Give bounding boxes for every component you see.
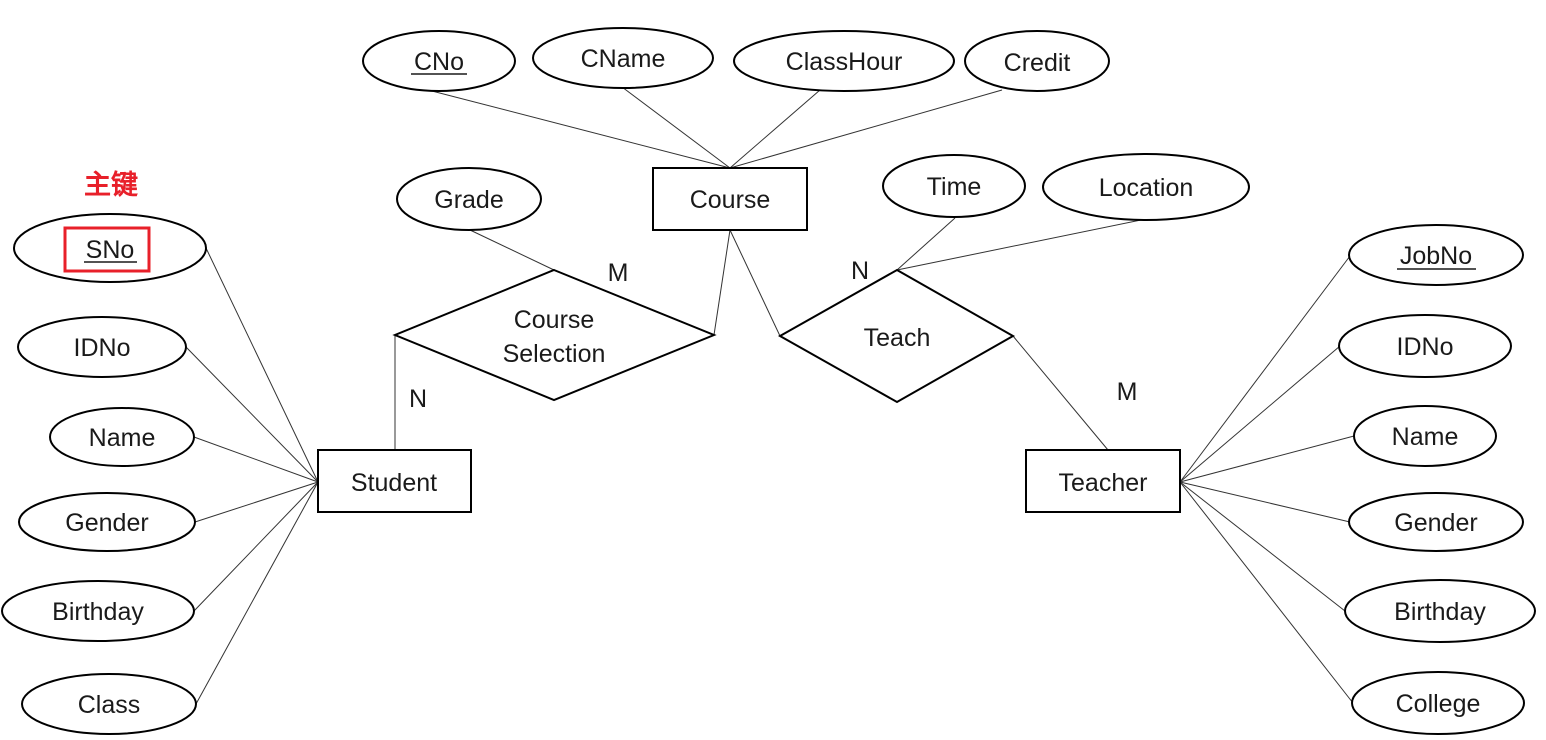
attribute-student-birthday-label: Birthday bbox=[52, 598, 144, 626]
link-idno-teacher bbox=[1179, 345, 1341, 483]
primary-key-note: 主键 bbox=[84, 169, 138, 201]
relationship-course-selection-label-line1: Course bbox=[514, 306, 595, 334]
attribute-grade: Grade bbox=[396, 167, 542, 231]
attribute-location-label: Location bbox=[1099, 174, 1194, 202]
attribute-teacher-idno-label: IDNo bbox=[1397, 333, 1454, 361]
relationship-teach-label: Teach bbox=[864, 324, 931, 352]
attribute-teacher-idno: IDNo bbox=[1338, 314, 1512, 378]
attribute-student-idno: IDNo bbox=[17, 316, 187, 378]
cardinality-teach-teacher: M bbox=[1117, 378, 1138, 406]
attribute-cname-label: CName bbox=[581, 45, 666, 73]
link-name-teacher bbox=[1179, 435, 1355, 483]
attribute-cno-label: CNo bbox=[414, 48, 464, 76]
attribute-teacher-name-label: Name bbox=[1392, 423, 1459, 451]
link-credit-course bbox=[729, 89, 1003, 169]
link-college-teacher bbox=[1179, 481, 1354, 704]
link-jobno-teacher bbox=[1179, 255, 1351, 483]
attribute-location: Location bbox=[1042, 153, 1250, 221]
attribute-student-birthday: Birthday bbox=[1, 580, 195, 642]
entity-course-label: Course bbox=[690, 186, 771, 214]
attribute-student-sno: SNo bbox=[13, 213, 207, 283]
link-course-teach bbox=[729, 229, 781, 337]
attribute-teacher-name: Name bbox=[1353, 405, 1497, 467]
link-grade-selection bbox=[469, 229, 555, 271]
link-birthday-teacher bbox=[1179, 481, 1346, 612]
link-class-student bbox=[195, 481, 319, 705]
link-classhour-course bbox=[729, 89, 821, 169]
cardinality-teach-course: N bbox=[851, 257, 869, 285]
attribute-student-idno-label: IDNo bbox=[74, 334, 131, 362]
attribute-student-sno-label: SNo bbox=[86, 236, 135, 264]
attribute-teacher-birthday-label: Birthday bbox=[1394, 598, 1486, 626]
link-idno-student bbox=[185, 346, 319, 483]
attribute-teacher-college: College bbox=[1351, 671, 1525, 735]
attribute-credit: Credit bbox=[964, 30, 1110, 92]
attribute-student-class: Class bbox=[21, 673, 197, 735]
attribute-teacher-jobno-label: JobNo bbox=[1400, 242, 1472, 270]
link-cno-course bbox=[427, 89, 731, 169]
relationship-teach: Teach bbox=[777, 268, 1016, 404]
primary-key-highlight bbox=[63, 226, 151, 273]
entity-teacher: Teacher bbox=[1025, 449, 1181, 513]
cardinality-selection-course: M bbox=[608, 259, 629, 287]
link-cname-course bbox=[621, 86, 731, 169]
attribute-student-class-label: Class bbox=[78, 691, 141, 719]
attribute-time-label: Time bbox=[927, 173, 982, 201]
link-gender-student bbox=[194, 481, 319, 523]
link-time-teach bbox=[896, 217, 956, 271]
relationship-course-selection: Course Selection bbox=[392, 268, 717, 402]
attribute-teacher-gender-label: Gender bbox=[1394, 509, 1477, 537]
entity-teacher-label: Teacher bbox=[1059, 469, 1148, 497]
attribute-classhour: ClassHour bbox=[733, 30, 955, 92]
link-name-student bbox=[193, 436, 319, 483]
link-teach-teacher bbox=[1012, 335, 1109, 451]
attribute-cname: CName bbox=[532, 27, 714, 89]
attribute-teacher-jobno: JobNo bbox=[1348, 224, 1524, 286]
link-location-teach bbox=[896, 218, 1147, 271]
link-gender-teacher bbox=[1179, 481, 1351, 523]
attribute-teacher-birthday: Birthday bbox=[1344, 579, 1536, 643]
attribute-teacher-gender: Gender bbox=[1348, 492, 1524, 552]
entity-student-label: Student bbox=[351, 469, 437, 497]
attribute-student-gender-label: Gender bbox=[65, 509, 148, 537]
attribute-teacher-college-label: College bbox=[1396, 690, 1481, 718]
attribute-credit-label: Credit bbox=[1004, 49, 1071, 77]
link-course-selection bbox=[713, 229, 731, 336]
attribute-time: Time bbox=[882, 154, 1026, 218]
attribute-student-name: Name bbox=[49, 407, 195, 467]
attribute-classhour-label: ClassHour bbox=[786, 48, 903, 76]
attribute-student-gender: Gender bbox=[18, 492, 196, 552]
relationship-course-selection-label-line2: Selection bbox=[503, 340, 606, 368]
cardinality-selection-student: N bbox=[409, 385, 427, 413]
attribute-student-name-label: Name bbox=[89, 424, 156, 452]
link-birthday-student bbox=[193, 481, 319, 612]
entity-student: Student bbox=[317, 449, 472, 513]
attribute-grade-label: Grade bbox=[434, 186, 503, 214]
entity-course: Course bbox=[652, 167, 808, 231]
connectors bbox=[185, 86, 1355, 705]
link-sno-student bbox=[205, 247, 319, 483]
attribute-cno: CNo bbox=[362, 30, 516, 92]
